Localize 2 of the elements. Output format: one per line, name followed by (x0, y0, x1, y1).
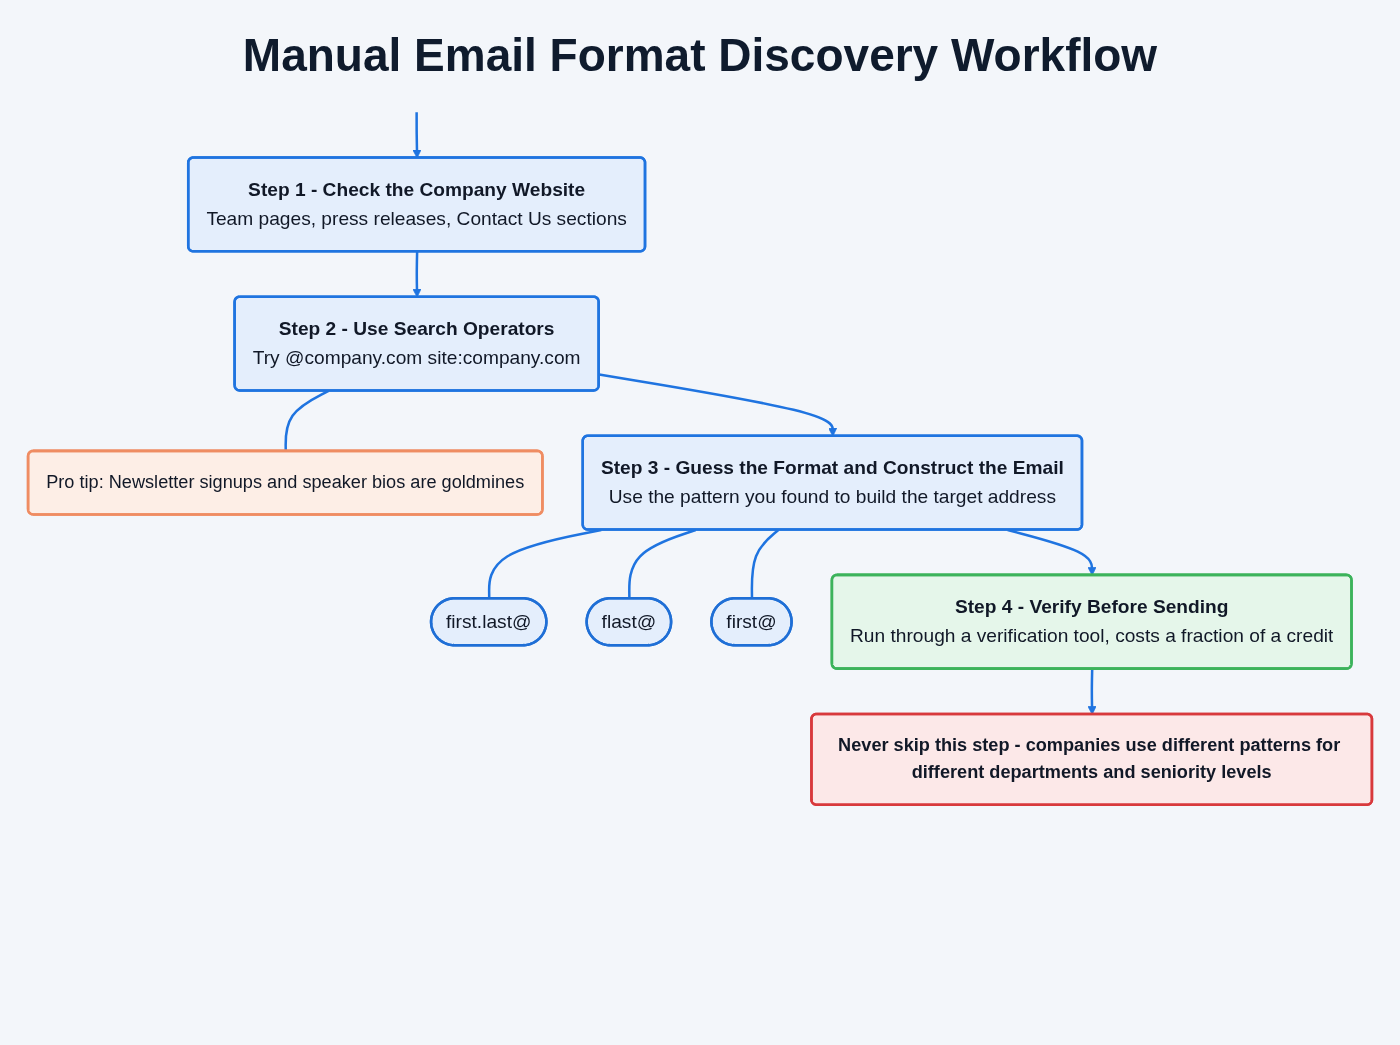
diagram-title: Manual Email Format Discovery Workflow (241, 28, 1159, 83)
connector (750, 529, 780, 599)
